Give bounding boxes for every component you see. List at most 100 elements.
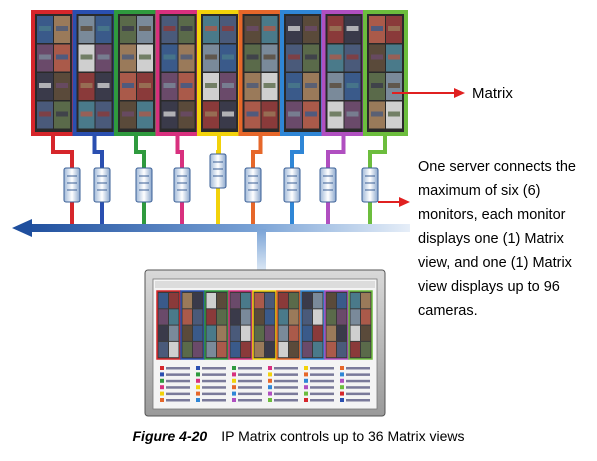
server-case [244, 167, 262, 203]
client-camera-tile [265, 293, 275, 309]
camera-scene [139, 83, 151, 88]
client-camera-tile [182, 341, 192, 358]
camera-list-entry [346, 399, 370, 402]
client-camera-tile [169, 325, 179, 341]
camera-scene [56, 54, 68, 60]
camera-scene [39, 83, 51, 88]
client-camera-tile [337, 325, 347, 341]
camera-list-swatch [304, 385, 308, 390]
camera-list-entry [166, 373, 190, 376]
camera-scene [39, 26, 51, 31]
server-unit [63, 167, 81, 203]
matrix-label: Matrix [472, 85, 513, 102]
camera-list-entry [346, 373, 370, 376]
camera-scene [56, 26, 68, 31]
client-camera-tile [182, 293, 192, 309]
figure-title: IP Matrix controls up to 36 Matrix views [221, 428, 465, 444]
camera-scene [388, 26, 400, 31]
client-matrix-view [156, 290, 373, 360]
client-camera-tile [206, 309, 216, 325]
camera-list-entry [202, 386, 226, 389]
camera-list-swatch [268, 385, 272, 390]
camera-scene [122, 26, 134, 31]
camera-list-swatch [160, 391, 164, 396]
client-camera-tile [241, 325, 251, 341]
camera-list-entry [310, 399, 334, 402]
client-camera-tile [313, 309, 323, 325]
camera-scene [288, 54, 300, 60]
camera-scene [388, 111, 400, 117]
server-unit [209, 153, 227, 189]
camera-list-swatch [340, 398, 344, 402]
camera-list-entry [166, 392, 190, 396]
client-camera-tile [182, 325, 192, 341]
camera-scene [205, 111, 217, 117]
camera-scene [246, 83, 259, 88]
camera-scene [97, 54, 110, 60]
client-camera-tile [361, 309, 371, 325]
client-camera-tile [289, 293, 299, 309]
server-unit [319, 167, 337, 203]
network-drop-line [257, 229, 266, 271]
camera-scene [80, 26, 93, 31]
matrix-monitor-wall [31, 10, 408, 136]
network-arrow-head [12, 219, 32, 237]
camera-list-swatch [304, 378, 308, 383]
camera-list-swatch [160, 398, 164, 402]
camera-list-swatch [196, 385, 200, 390]
server-case [135, 167, 153, 203]
camera-list-entry [202, 399, 226, 402]
server-cable [326, 135, 346, 168]
client-camera-tile [278, 309, 288, 325]
server-unit [93, 167, 111, 203]
server-cable [216, 135, 221, 154]
camera-list-swatch [232, 372, 236, 377]
client-camera-tile [326, 325, 336, 341]
camera-scene [263, 111, 276, 117]
client-camera-tile [313, 325, 323, 341]
camera-list-entry [238, 367, 262, 370]
camera-list-swatch [196, 372, 200, 377]
camera-scene [329, 54, 342, 60]
camera-scene [122, 54, 134, 60]
camera-list-swatch [268, 391, 272, 396]
camera-list-entry [274, 379, 298, 383]
camera-scene [222, 83, 234, 88]
client-camera-tile [326, 309, 336, 325]
camera-scene [97, 83, 110, 88]
camera-scene [346, 26, 359, 31]
client-camera-tile [326, 341, 336, 358]
server-unit [244, 167, 262, 203]
client-camera-tile [182, 309, 192, 325]
camera-scene [329, 111, 342, 117]
camera-list-swatch [340, 372, 344, 377]
camera-list-entry [346, 392, 370, 396]
client-camera-tile [169, 309, 179, 325]
client-camera-tile [278, 341, 288, 358]
matrix-monitor [114, 10, 159, 136]
client-camera-tile [289, 341, 299, 358]
camera-scene [180, 26, 193, 31]
camera-list-entry [202, 367, 226, 370]
camera-list-swatch [340, 391, 344, 396]
camera-list-swatch [160, 385, 164, 390]
client-camera-tile [241, 293, 251, 309]
camera-scene [97, 26, 110, 31]
camera-scene [329, 26, 342, 31]
server-cable [92, 135, 104, 168]
matrix-monitor [31, 10, 76, 136]
client-camera-tile [158, 341, 168, 358]
camera-scene [288, 111, 300, 117]
camera-scene [205, 54, 217, 60]
client-camera-tile [230, 293, 240, 309]
camera-scene [346, 54, 359, 60]
server-cable [175, 135, 184, 168]
client-camera-tile [289, 309, 299, 325]
camera-list-entry [310, 373, 334, 376]
client-camera-tile [302, 293, 312, 309]
camera-scene [246, 111, 259, 117]
camera-list-entry [202, 373, 226, 376]
camera-scene [388, 83, 400, 88]
server-unit [135, 167, 153, 203]
